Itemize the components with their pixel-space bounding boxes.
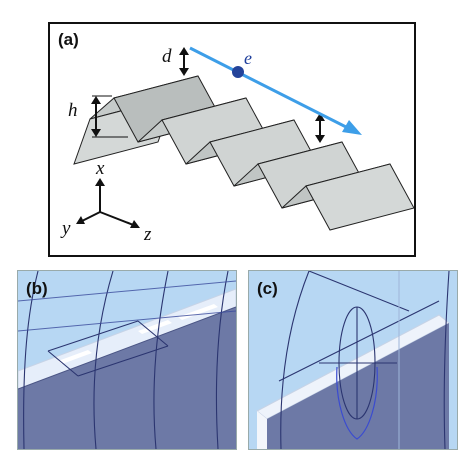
- h-arrowhead-up: [91, 96, 101, 104]
- d-arrowhead-up-2: [315, 113, 325, 121]
- wire-line: [308, 271, 410, 312]
- plate-front: [267, 323, 449, 449]
- symbol-y: y: [62, 218, 71, 239]
- panel-a-folded-grating: (a) d e h x y z: [48, 22, 416, 257]
- wireframe-faint: [18, 280, 236, 332]
- wire-line: [47, 350, 79, 377]
- wire-curve: [443, 271, 450, 449]
- symbol-e: e: [244, 48, 252, 68]
- x-axis-arrowhead: [95, 178, 105, 186]
- simulation-view-b: [18, 271, 236, 449]
- symbol-h: h: [68, 100, 78, 121]
- symbol-z: z: [144, 224, 152, 245]
- wire-curve-blue: [336, 366, 378, 440]
- z-axis-arrowhead: [130, 220, 140, 228]
- h-arrowhead-down: [91, 129, 101, 137]
- symbol-x: x: [96, 158, 105, 179]
- wireframe: [278, 271, 450, 449]
- d-arrowhead-down-2: [315, 135, 325, 143]
- wire-line: [278, 300, 440, 382]
- wireframe: [23, 271, 229, 449]
- folded-grating-diagram: [73, 46, 414, 231]
- plate-edge: [18, 306, 236, 390]
- wire-curve: [23, 271, 39, 449]
- wire-line: [137, 320, 169, 347]
- wire-line: [18, 310, 236, 332]
- electron-beam: [189, 46, 349, 130]
- wire-line: [47, 320, 139, 352]
- wire-line: [77, 345, 169, 377]
- symbol-d: d: [162, 46, 172, 67]
- simulation-view-c: [249, 271, 457, 449]
- plate-left-edge: [257, 411, 267, 449]
- coordinate-axes: [76, 178, 140, 228]
- plate-front: [18, 307, 236, 449]
- d-arrowhead-down: [179, 68, 189, 76]
- panel-label-c: (c): [257, 279, 278, 298]
- electron: [232, 66, 244, 78]
- d-arrowhead-up: [179, 47, 189, 55]
- wire-curve: [280, 271, 310, 449]
- panel-b-simulation-view: (b): [17, 270, 237, 450]
- wire-curve: [93, 271, 114, 449]
- wire-line: [18, 280, 236, 302]
- z-axis: [99, 211, 137, 227]
- y-axis: [79, 211, 101, 223]
- panel-c-simulation-view: (c): [248, 270, 458, 450]
- y-axis-arrowhead: [76, 216, 85, 224]
- slot: [138, 320, 172, 334]
- panel-label-b: (b): [26, 279, 48, 298]
- slot: [58, 350, 92, 364]
- beam-arrowhead: [342, 120, 362, 135]
- wire-curve: [153, 271, 169, 449]
- slot: [178, 304, 218, 320]
- fold-face: [305, 163, 414, 231]
- plate-top: [18, 288, 236, 390]
- wire-curve: [215, 271, 229, 449]
- panel-label-a: (a): [58, 30, 79, 49]
- grating-folds: [73, 75, 414, 231]
